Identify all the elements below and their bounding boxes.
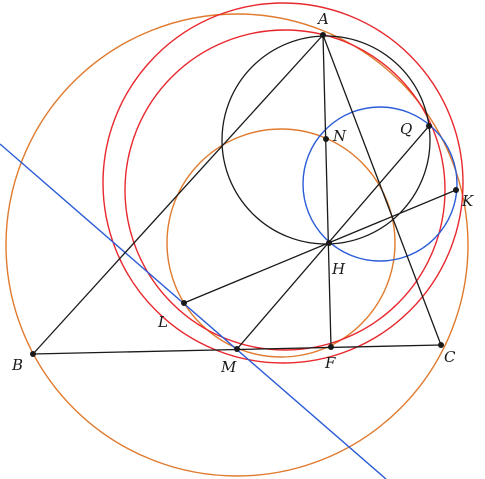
label-B: B: [11, 356, 23, 374]
points: [30, 32, 459, 357]
red-circles: [102, 2, 464, 364]
label-L: L: [157, 313, 168, 331]
point-K: [453, 187, 459, 193]
label-F: F: [324, 354, 336, 372]
segment-AC: [322, 34, 442, 346]
point-N: [323, 136, 329, 142]
segment-AB: [32, 34, 324, 355]
black-segments: [32, 34, 457, 355]
label-Q: Q: [400, 120, 412, 138]
point-Q: [426, 123, 432, 129]
point-A: [320, 32, 326, 38]
label-M: M: [220, 358, 237, 376]
point-B: [30, 351, 36, 357]
point-C: [438, 342, 444, 348]
label-K: K: [461, 192, 474, 210]
label-N: N: [332, 127, 347, 145]
point-labels: A N Q K H L B M F C: [11, 10, 474, 376]
label-A: A: [316, 10, 329, 28]
point-F: [328, 344, 334, 350]
segment-MQ: [236, 125, 430, 350]
segment-AF: [322, 34, 332, 348]
point-M: [234, 346, 240, 352]
outer-red-circle: [102, 2, 464, 364]
small-orange-circle: [166, 128, 396, 358]
point-H: [326, 240, 332, 246]
blue-circle: [302, 106, 458, 262]
label-C: C: [444, 348, 456, 366]
point-L: [181, 300, 187, 306]
segment-LK: [183, 189, 457, 304]
big-orange-circle: [5, 13, 469, 477]
orange-circles: [5, 13, 469, 477]
blue-line: [0, 143, 387, 479]
label-H: H: [331, 260, 346, 278]
inner-red-circle: [124, 29, 446, 351]
